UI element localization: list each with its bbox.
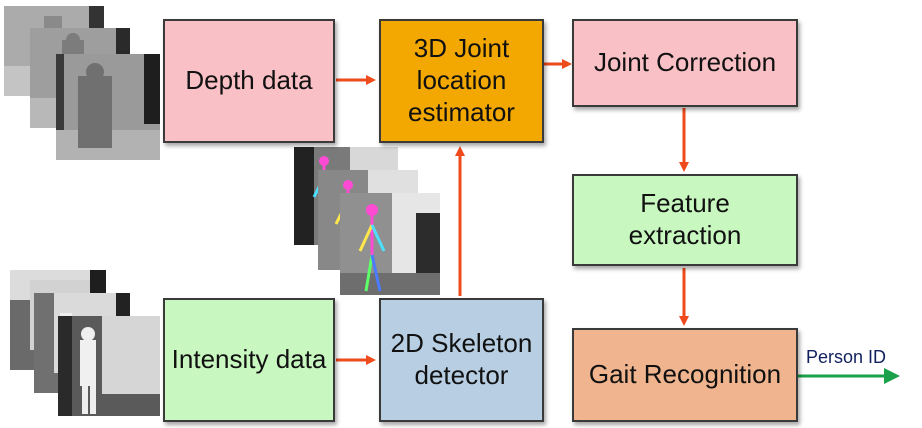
intensity-data-box: Intensity data (163, 298, 335, 422)
depth-image-3 (56, 54, 160, 160)
joint-correction-box: Joint Correction (572, 19, 798, 107)
skeleton-image-3 (340, 193, 440, 295)
joint-correction-label: Joint Correction (593, 47, 777, 78)
skeleton-detector-box: 2D Skeleton detector (379, 298, 544, 422)
person-id-label: Person ID (806, 347, 887, 367)
skeleton-detector-label: 2D Skeleton detector (390, 328, 533, 390)
gait-recognition-box: Gait Recognition (572, 328, 798, 422)
depth-data-box: Depth data (163, 19, 335, 143)
joint-estimator-label: 3D Joint location estimator (408, 33, 515, 127)
feature-extraction-box: Feature extraction (572, 174, 798, 266)
depth-data-label: Depth data (185, 65, 313, 96)
gait-recognition-label: Gait Recognition (588, 359, 782, 390)
intensity-data-label: Intensity data (171, 344, 327, 375)
feature-extraction-label: Feature extraction (628, 188, 742, 250)
joint-estimator-box: 3D Joint location estimator (379, 19, 544, 143)
intensity-image-3 (58, 316, 160, 416)
